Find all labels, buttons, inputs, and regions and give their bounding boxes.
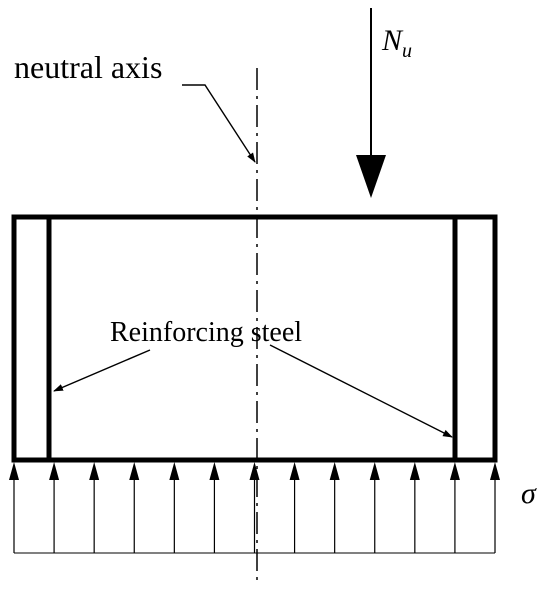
- stress-arrowhead: [89, 462, 100, 480]
- stress-arrowhead: [249, 462, 260, 480]
- stress-arrowhead: [209, 462, 220, 480]
- stress-arrowhead: [329, 462, 340, 480]
- load-arrowhead: [356, 155, 386, 198]
- stress-label: σ: [521, 477, 537, 510]
- load-label: Nu: [381, 24, 412, 62]
- stress-arrowhead: [129, 462, 140, 480]
- stress-arrowhead: [169, 462, 180, 480]
- section-outline: [11, 214, 498, 463]
- stress-arrowhead: [9, 462, 19, 480]
- stress-arrowhead: [369, 462, 380, 480]
- reinforcing-steel-label: Reinforcing steel: [110, 317, 302, 348]
- stress-arrowhead: [49, 462, 60, 480]
- stress-arrowhead: [449, 462, 460, 480]
- stress-distribution: [9, 462, 500, 553]
- stress-arrowhead: [289, 462, 300, 480]
- steel-leader-right: [269, 344, 453, 438]
- stress-arrowhead: [490, 462, 500, 480]
- steel-leader-left: [53, 349, 151, 392]
- neutral-axis-leader: [182, 84, 256, 163]
- stress-arrowhead: [409, 462, 420, 480]
- neutral-axis-label: neutral axis: [14, 49, 162, 85]
